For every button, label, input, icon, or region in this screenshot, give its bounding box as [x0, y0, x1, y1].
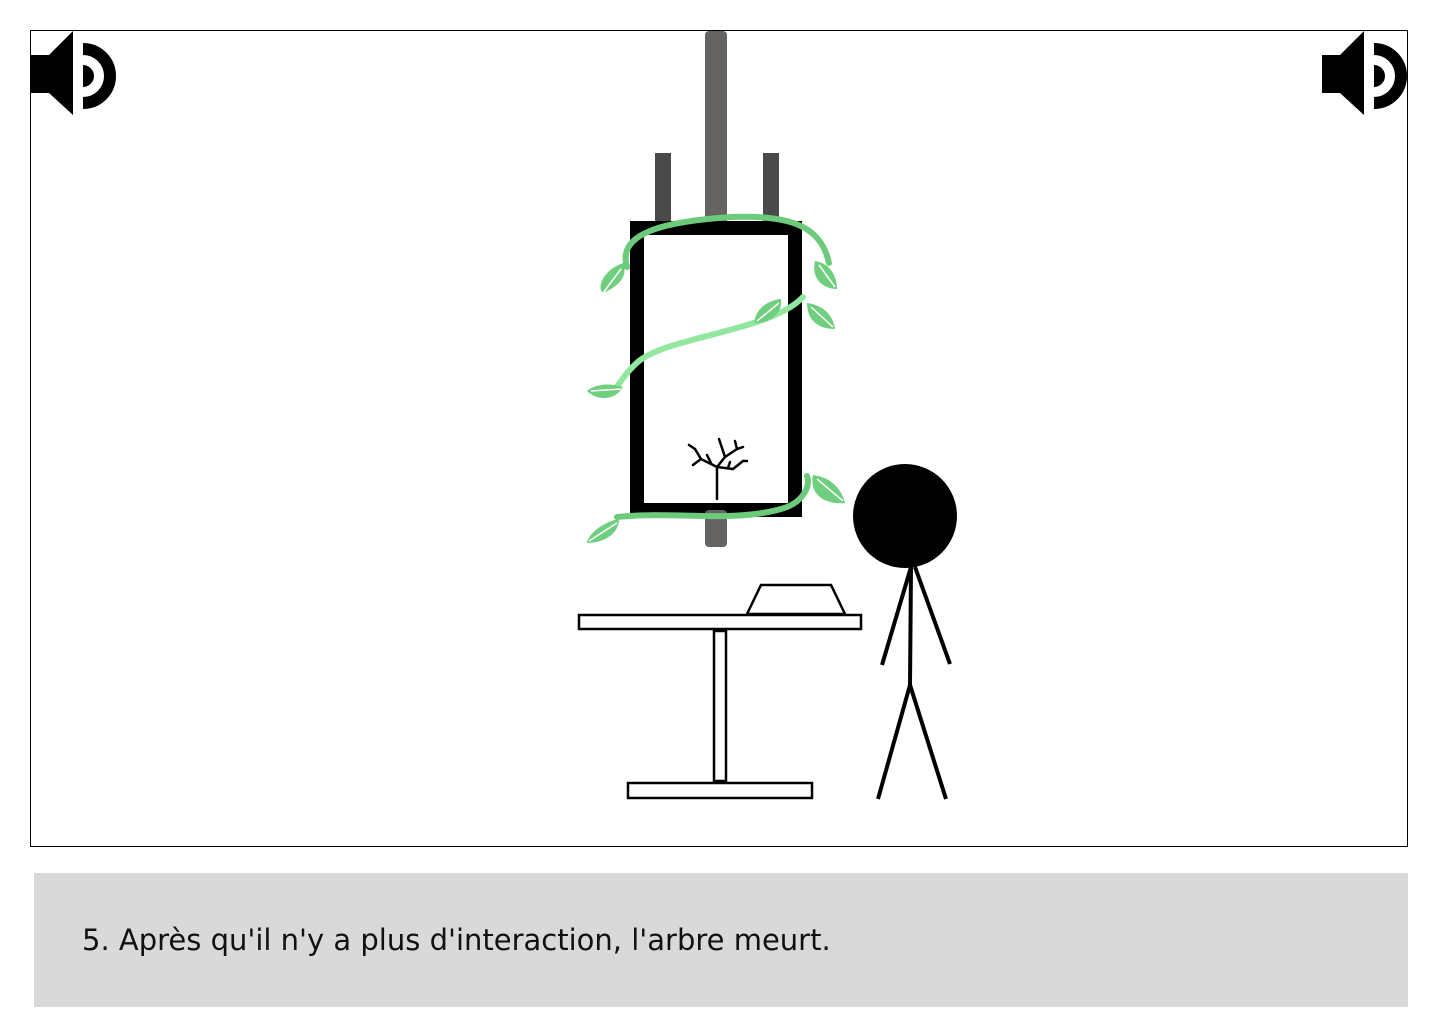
stick-figure-left-leg: [876, 684, 912, 800]
leaf-icon: [814, 261, 837, 289]
speaker-icon: [1322, 31, 1407, 115]
right-speaker-button[interactable]: [1322, 31, 1407, 121]
vine-top: [622, 213, 832, 270]
illustration-stage: [30, 30, 1408, 847]
rod-bottom-segment: [705, 510, 727, 547]
dead-tree-icon: [687, 437, 749, 501]
stick-figure-right-leg: [908, 684, 948, 800]
caption-box: 5. Après qu'il n'y a plus d'interaction,…: [34, 873, 1408, 1007]
stick-figure-left-arm: [880, 566, 913, 666]
left-speaker-button[interactable]: [31, 31, 121, 121]
leaf-icon: [587, 384, 623, 399]
hanging-frame: [630, 221, 802, 517]
caption-text: 5. Après qu'il n'y a plus d'interaction,…: [82, 923, 831, 957]
table-leg: [712, 629, 728, 783]
leaf-icon: [807, 303, 835, 329]
scene-drawing: [577, 31, 957, 800]
leaf-icon: [600, 263, 625, 294]
vine-bottom: [614, 473, 811, 520]
left-hanger-rod: [655, 153, 671, 233]
table-top: [577, 613, 863, 631]
leaf-icon: [754, 299, 782, 323]
stick-figure-right-arm: [913, 566, 952, 665]
stick-figure-head: [853, 464, 957, 568]
stick-figure-body: [908, 566, 913, 686]
table-device: [745, 583, 847, 616]
table-base: [626, 781, 814, 800]
right-hanger-rod: [763, 153, 779, 233]
speaker-icon: [31, 31, 116, 115]
leaf-icon: [812, 475, 845, 504]
stick-figure: [853, 464, 957, 800]
leaf-icon: [587, 519, 619, 543]
